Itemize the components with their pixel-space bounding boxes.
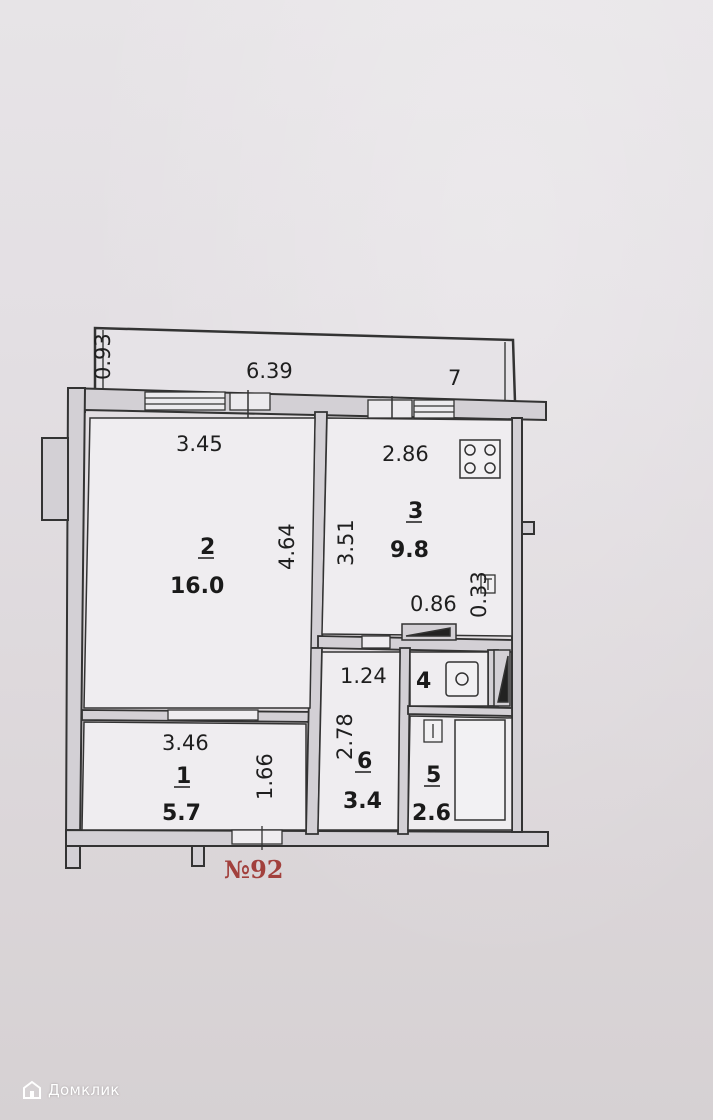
sink-icon [423,719,443,743]
vent-depth-label: 0.33 [467,571,491,618]
room-6-floor [317,651,401,831]
room-4-number: 4 [416,669,431,694]
room-3-length-label: 3.51 [334,519,358,566]
balcony-width-label: 7 [448,366,461,390]
room-3-area: 9.8 [390,538,429,563]
room-2-length-label: 4.64 [275,523,299,570]
room-5-area: 2.6 [412,801,451,826]
apartment-number: №92 [224,855,283,884]
toilet-icon [445,661,479,697]
domclick-watermark: Домклик [22,1080,120,1100]
door-openings [167,635,391,850]
room-3-width-label: 2.86 [382,442,429,466]
domclick-logo-icon [23,1080,41,1099]
room-2-area: 16.0 [170,574,224,599]
room-2-number: 2 [200,535,215,560]
room-6-area: 3.4 [343,789,382,814]
vent-width-label: 0.86 [410,592,457,616]
room-6-width-label: 1.24 [340,664,387,688]
room-1-width-label: 3.46 [162,731,209,755]
domclick-logo-text: Домклик [48,1081,120,1099]
kitchen-fixture-icon [480,574,496,594]
room-1-area: 5.7 [162,801,201,826]
room-6-length-label: 2.78 [333,713,357,760]
balcony-depth-label: 0.93 [91,333,115,380]
room-3-number: 3 [408,499,423,524]
wc-shaft-icon [493,649,511,707]
room-5-number: 5 [426,763,441,788]
room-2-floor [83,417,316,709]
room-6-number: 6 [357,749,372,774]
window-left [144,391,271,411]
room-1-floor [81,721,307,831]
overall-width-label: 6.39 [246,359,293,383]
room-1-number: 1 [176,764,191,789]
outer-walls [41,386,549,869]
stove-icon [459,439,501,479]
vent-shaft-icon [401,623,457,641]
bathtub-icon [454,719,506,821]
room-1-length-label: 1.66 [253,753,277,800]
window-right [367,399,455,419]
room-2-width-label: 3.45 [176,432,223,456]
